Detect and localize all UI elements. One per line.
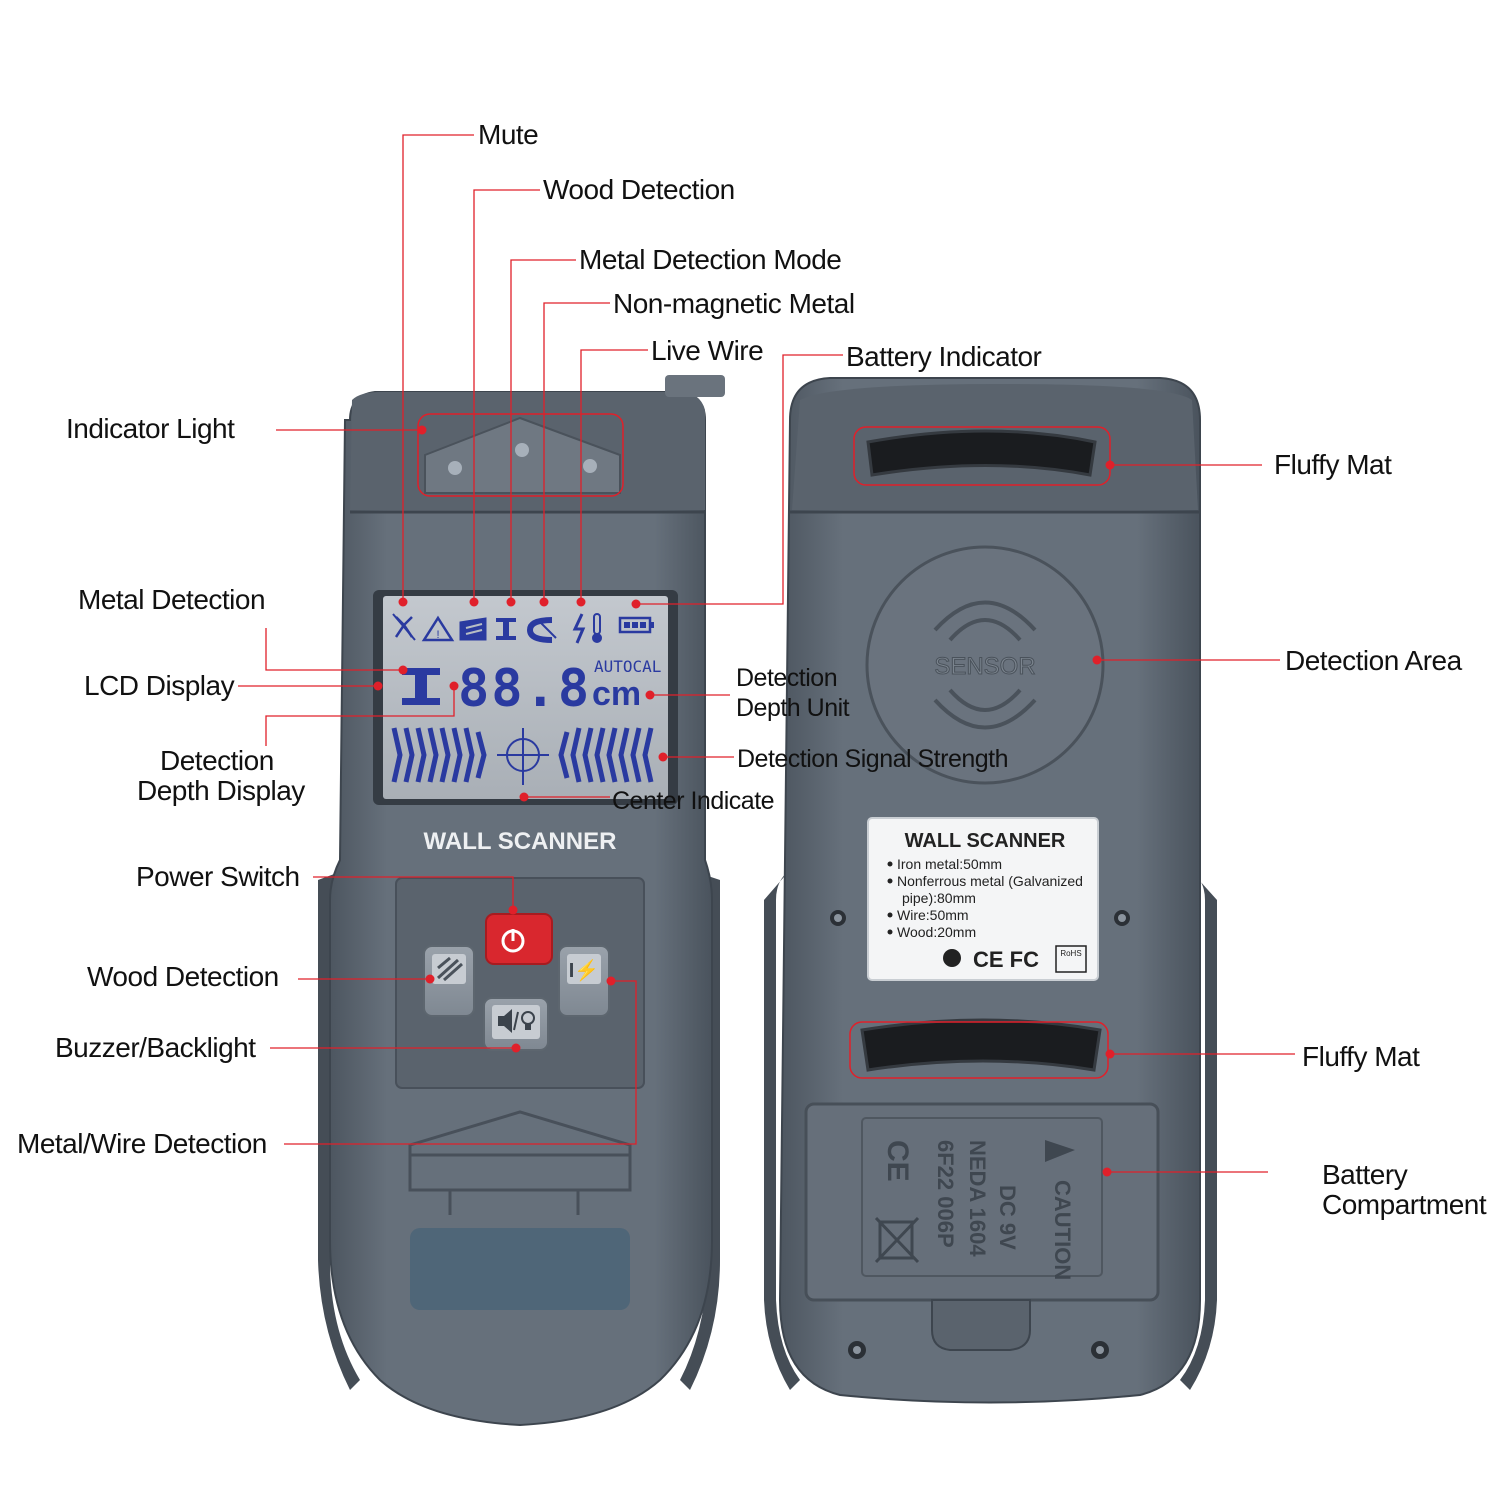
battery-cover-text: CAUTION DC 9V NEDA 1604 6F22 006P CE	[881, 1140, 1075, 1280]
signal-strength-right	[558, 727, 654, 783]
battery-type-text: 6F22 006P	[933, 1140, 958, 1248]
indicator-light-center	[515, 443, 529, 457]
lcd-ibeam-icon	[402, 668, 440, 705]
wood-detection-icon	[459, 617, 487, 641]
warning-icon	[421, 615, 455, 642]
callout-detection-depth-display-line1: Detection	[160, 745, 274, 776]
lcd-icon-row: !	[392, 613, 654, 644]
callout-detection-depth-unit-line1: Detection	[736, 664, 838, 692]
fluffy-mat-top	[866, 429, 1097, 477]
callout-detection-depth-unit-line2: Depth Unit	[736, 694, 850, 722]
callout-power-switch: Power Switch	[136, 861, 300, 892]
battery-ce-mark: CE	[881, 1140, 914, 1182]
spec-line: Wire:50mm	[897, 907, 969, 923]
spec-line: Nonferrous metal (Galvanized	[897, 873, 1083, 889]
screw-icon	[1091, 1341, 1109, 1359]
buzzer-backlight-button[interactable]	[483, 997, 549, 1051]
button-panel	[395, 877, 645, 1089]
wood-detection-button[interactable]	[423, 945, 475, 1017]
callout-metal-detection-mode: Metal Detection Mode	[579, 244, 842, 275]
screw-icon	[848, 1341, 866, 1359]
svg-text:!: !	[436, 629, 439, 641]
front-device: !	[318, 375, 725, 1427]
callout-fluffy-mat-top: Fluffy Mat	[1274, 449, 1392, 480]
battery-neda-text: NEDA 1604	[965, 1140, 990, 1257]
callout-live-wire: Live Wire	[651, 335, 764, 366]
lcd-unit-text: cm	[592, 675, 641, 713]
callout-detection-depth-display-line2: Depth Display	[137, 775, 305, 806]
callout-wood-detection-icon: Wood Detection	[543, 174, 735, 205]
screw-icon	[830, 910, 846, 926]
rohs-text: RoHS	[1060, 949, 1081, 958]
spec-line: pipe):80mm	[902, 890, 976, 906]
certification-marks: CE FC	[973, 947, 1039, 972]
callout-detection-area: Detection Area	[1285, 645, 1462, 676]
indicator-light-left	[448, 461, 462, 475]
rohs-badge	[1055, 945, 1087, 973]
callout-indicator-light: Indicator Light	[66, 413, 235, 444]
back-right-grip	[1180, 870, 1217, 1390]
callout-buzzer-backlight: Buzzer/Backlight	[55, 1032, 256, 1063]
battery-caution-text: CAUTION	[1050, 1180, 1075, 1280]
mute-icon	[392, 613, 416, 641]
callout-center-indicate: Center Indicate	[612, 787, 775, 815]
metal-wire-icon: I⚡	[569, 958, 599, 982]
fluffy-mat-bottom	[860, 1018, 1102, 1072]
power-button[interactable]	[485, 913, 553, 965]
lcd-depth-value: 88.8	[458, 659, 591, 719]
callout-lcd-display: LCD Display	[84, 670, 235, 701]
callout-lines	[238, 134, 1295, 1173]
metal-wire-button[interactable]: I⚡	[558, 945, 610, 1017]
callout-metal-wire-detection: Metal/Wire Detection	[17, 1128, 267, 1159]
indicator-light-highlight	[417, 413, 624, 497]
callout-wood-detection-button: Wood Detection	[87, 961, 279, 992]
lcd-mode-text: AUTOCAL	[594, 657, 661, 676]
spec-list: Iron metal:50mm Nonferrous metal (Galvan…	[887, 856, 1083, 940]
callout-mute: Mute	[478, 119, 539, 150]
front-bottom-pad	[410, 1228, 630, 1310]
back-device: SENSOR WALL SCANNER Iron metal:50mm Nonf…	[764, 377, 1217, 1404]
caution-triangle-icon	[1045, 1140, 1075, 1162]
spec-line: Wood:20mm	[897, 924, 976, 940]
callout-metal-detection: Metal Detection	[78, 584, 266, 615]
front-brand-label: WALL SCANNER	[424, 828, 617, 855]
callout-non-magnetic-metal: Non-magnetic Metal	[613, 288, 855, 319]
center-indicator-icon	[497, 728, 549, 785]
metal-detection-mode-icon	[496, 618, 516, 640]
sensor-waves	[933, 600, 1037, 730]
callout-battery-compartment-line1: Battery	[1322, 1159, 1408, 1190]
callout-fluffy-mat-bottom: Fluffy Mat	[1302, 1041, 1420, 1072]
wood-icon	[436, 956, 463, 982]
non-magnetic-metal-icon	[526, 617, 557, 643]
front-left-grip	[318, 870, 360, 1390]
spec-line: Iron metal:50mm	[897, 856, 1002, 872]
back-left-grip	[764, 870, 800, 1390]
signal-strength-left	[391, 727, 487, 783]
battery-indicator-icon	[618, 616, 654, 634]
thermometer-icon	[592, 613, 602, 643]
sensor-disc	[865, 545, 1105, 785]
fluffy-mat-top-highlight	[853, 426, 1111, 486]
spec-title: WALL SCANNER	[905, 830, 1066, 852]
sensor-label: SENSOR	[934, 653, 1035, 680]
screw-icon	[1114, 910, 1130, 926]
spec-label	[867, 817, 1099, 981]
front-top-tab	[665, 375, 725, 397]
live-wire-icon	[572, 613, 586, 644]
callout-detection-signal-strength: Detection Signal Strength	[737, 745, 1009, 773]
indicator-light-right	[583, 459, 597, 473]
recycle-icon	[943, 949, 961, 967]
callout-dots	[373, 425, 1115, 1177]
callout-battery-compartment-line2: Compartment	[1322, 1189, 1487, 1220]
speaker-icon	[498, 1009, 512, 1033]
callout-battery-indicator: Battery Indicator	[846, 341, 1042, 372]
battery-latch[interactable]	[931, 1299, 1031, 1351]
waste-bin-icon	[874, 1216, 920, 1264]
battery-voltage-text: DC 9V	[995, 1185, 1020, 1250]
